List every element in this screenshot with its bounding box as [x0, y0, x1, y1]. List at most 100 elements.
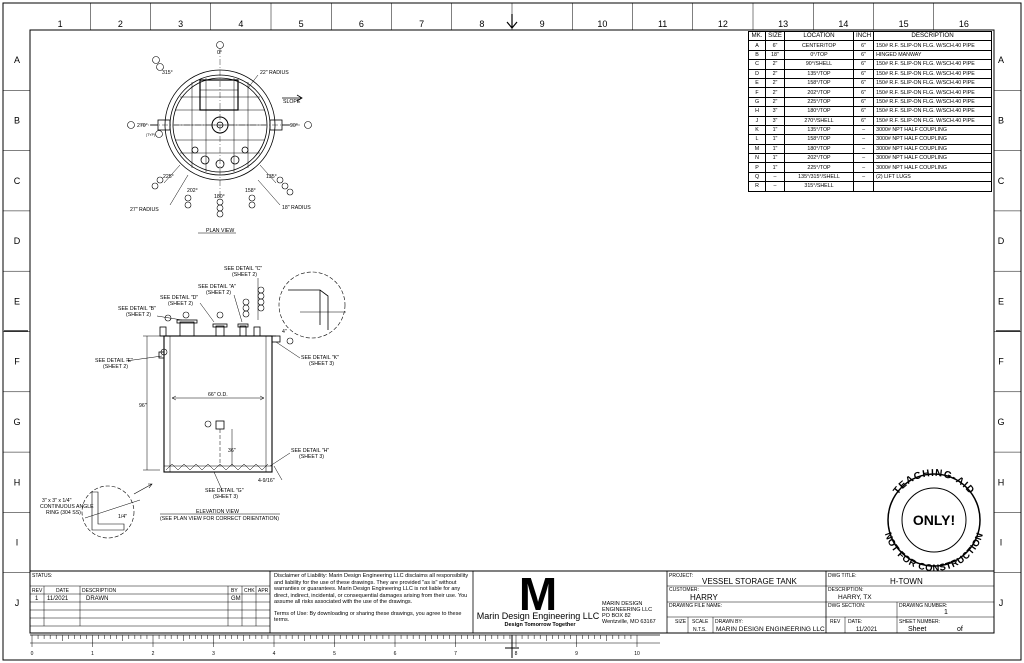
table-cell: 270°/SHELL	[784, 115, 854, 126]
table-cell: 150# R.F. SLIP-ON FLG. W/SCH.40 PIPE	[873, 68, 992, 79]
callout-sheet2-e: (SHEET 2)	[103, 364, 128, 370]
callout-detail-d: SEE DETAIL "D"	[160, 295, 198, 301]
company-logo: M Marin Design Engineering LLC Design To…	[477, 568, 600, 628]
table-cell: 135°/TOP	[784, 68, 854, 79]
grid-row-label: A	[14, 55, 20, 65]
grid-row-label: G	[997, 417, 1004, 427]
table-cell: 3000# NPT HALF COUPLING	[873, 134, 992, 145]
ruler-label: 9	[575, 651, 578, 657]
table-cell: 6"	[852, 77, 875, 89]
dim-top: 4"	[282, 329, 287, 335]
grid-row-label: H	[14, 477, 21, 487]
label-22-radius: 22" RADIUS	[260, 70, 289, 76]
rev-header-by: BY	[231, 588, 238, 594]
table-cell: M	[748, 143, 766, 155]
dim-nozzle: 36"	[228, 448, 236, 454]
rev-header-apr: APR	[258, 588, 269, 594]
grid-row-label: C	[998, 176, 1005, 186]
date-label: DATE:	[848, 619, 862, 625]
table-cell: CENTER/TOP	[784, 40, 854, 51]
callout-detail-k: SEE DETAIL "K"	[301, 355, 339, 361]
callout-sheet3-k: (SHEET 3)	[309, 361, 334, 367]
grid-col-label: 11	[658, 19, 667, 29]
table-cell	[873, 181, 992, 192]
address-line3: PO BOX 82	[602, 613, 631, 619]
label-135deg: 135°	[266, 174, 277, 180]
table-cell: –	[852, 153, 875, 164]
disclaimer-text: Disclaimer of Liability: Marin Design En…	[274, 573, 469, 605]
rev-header-description: DESCRIPTION	[82, 588, 117, 594]
label-180deg: 180°	[214, 194, 225, 200]
table-cell: –	[852, 134, 875, 145]
grid-row-label: J	[15, 598, 20, 608]
rev-row-by: GM	[231, 596, 241, 602]
grid-row-label: A	[998, 55, 1004, 65]
stamp-bottom-text: NOT FOR CONSTRUCTION	[882, 531, 986, 574]
sheet-label: Sheet	[908, 626, 926, 633]
sheet-number-label: SHEET NUMBER:	[899, 619, 940, 625]
rev-row-description: DRAWN	[86, 596, 108, 602]
table-cell: H	[748, 106, 766, 117]
table-cell: G	[748, 96, 766, 108]
logo-tagline: Design Tomorrow Together	[505, 622, 577, 628]
table-cell: –	[765, 171, 785, 183]
table-cell: 2"	[765, 77, 785, 89]
label-0deg: 0°	[217, 50, 222, 56]
table-cell: C	[748, 59, 766, 70]
address-line4: Wentzville, MO 63167	[602, 619, 656, 625]
table-cell: –	[852, 143, 875, 155]
table-cell: 225°/TOP	[784, 162, 854, 173]
table-cell: –	[852, 124, 875, 136]
angle-ring-line1: 3" x 3" x 1/4"	[42, 498, 72, 504]
dim-bottom: 4-9/16"	[258, 478, 275, 484]
table-cell: 225°/TOP	[784, 96, 854, 108]
grid-col-label: 1	[58, 19, 63, 29]
col-description: DESCRIPTION	[873, 30, 992, 42]
table-cell: 180°/TOP	[784, 143, 854, 155]
table-cell: Q	[748, 171, 766, 183]
center-mark-bottom	[505, 635, 519, 658]
callout-detail-c: SEE DETAIL "C"	[224, 266, 262, 272]
column-grid: 1122334455667788991010111112121313141415…	[58, 3, 969, 30]
table-cell: 3000# NPT HALF COUPLING	[873, 143, 992, 155]
table-cell: F	[748, 87, 766, 98]
table-cell: 150# R.F. SLIP-ON FLG. W/SCH.40 PIPE	[873, 96, 992, 108]
description-value: HARRY, TX	[838, 594, 872, 601]
table-cell: 1"	[765, 153, 785, 164]
table-cell: K	[748, 124, 766, 136]
grid-row-label: I	[16, 538, 19, 548]
drawn-by-value: MARIN DESIGN ENGINEERING LLC	[716, 626, 825, 633]
table-cell: 158°/TOP	[784, 77, 854, 89]
elevation-labels: SEE DETAIL "C" (SHEET 2) SEE DETAIL "A" …	[40, 266, 339, 522]
drawn-by-label: DRAWN BY:	[715, 619, 743, 625]
ruler-label: 3	[212, 651, 215, 657]
callout-detail-h: SEE DETAIL "H"	[291, 448, 329, 454]
title-block-text: STATUS: REV DATE DESCRIPTION BY CHK APR …	[32, 573, 963, 633]
ruler-label: 0	[31, 651, 34, 657]
callout-sheet3-g: (SHEET 3)	[213, 494, 238, 500]
table-cell: 6"	[852, 96, 875, 108]
grid-row-label: C	[14, 176, 21, 186]
table-cell: 6"	[852, 106, 875, 117]
label-27-radius: 27" RADIUS	[130, 207, 159, 213]
table-cell: A	[748, 40, 766, 51]
disclaimer: Disclaimer of Liability: Marin Design En…	[274, 573, 470, 624]
sheet-of-label: of	[957, 626, 963, 633]
stamp-top-text: TEACHING-AID	[891, 468, 976, 497]
ruler-label: 8	[515, 651, 518, 657]
table-row: R–315°/SHELL	[748, 181, 992, 192]
rev-header-chk: CHK	[244, 588, 255, 594]
table-cell: 6"	[852, 115, 875, 126]
table-cell: 2"	[765, 68, 785, 79]
description-label: DESCRIPTION:	[828, 587, 864, 593]
drawing-number-label: DRAWING NUMBER:	[899, 603, 947, 609]
table-cell	[852, 181, 875, 192]
customer-value: HARRY	[690, 593, 719, 602]
